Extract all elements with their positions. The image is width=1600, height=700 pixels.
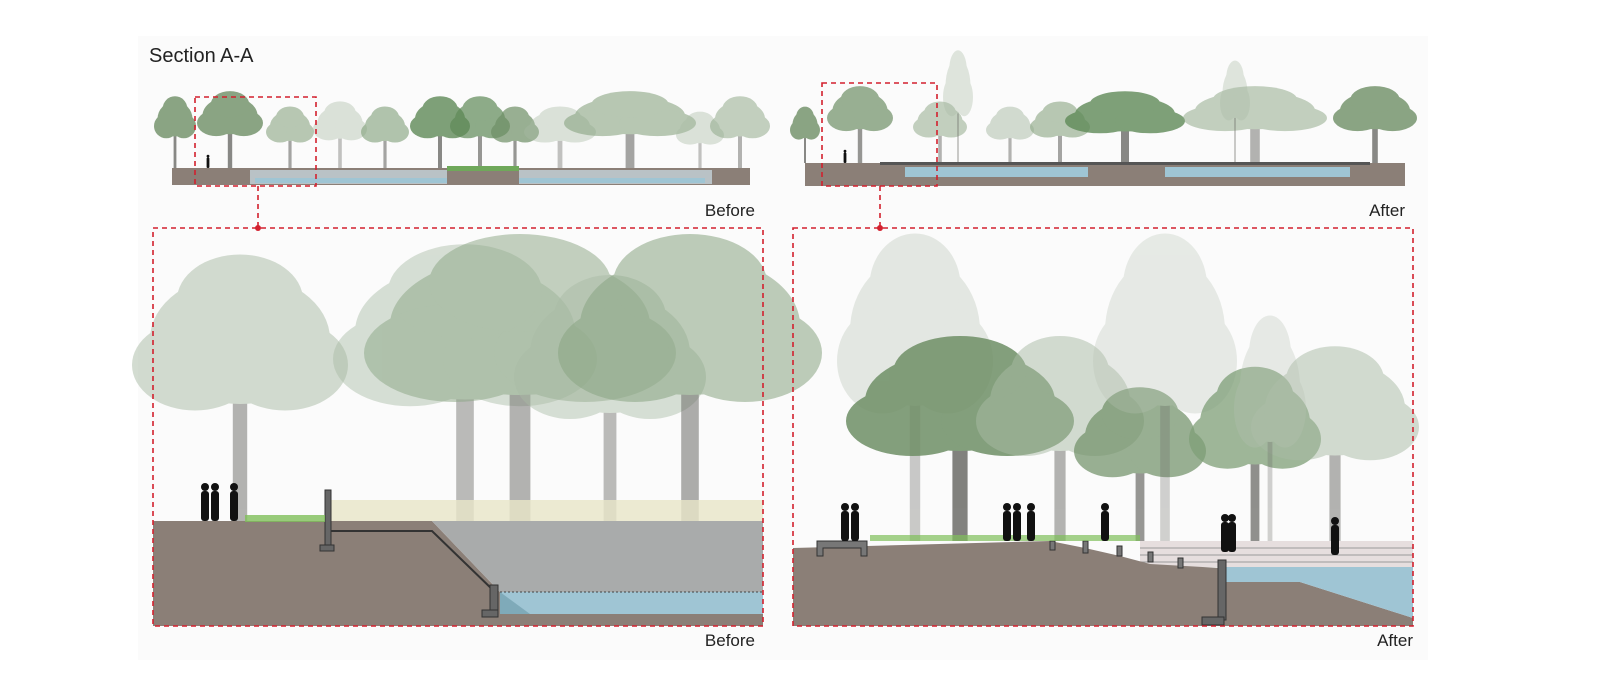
water-before-detail	[500, 592, 763, 614]
after-detail-label: After	[1377, 631, 1413, 650]
tree	[710, 96, 770, 168]
tree	[1251, 346, 1419, 541]
tree	[1065, 91, 1185, 163]
person-silhouette	[1101, 503, 1109, 541]
after-detail-section	[793, 535, 1413, 626]
tree	[1234, 315, 1306, 541]
tree	[1183, 86, 1327, 163]
after-detail-frame	[792, 227, 1414, 627]
person-silhouette	[1003, 503, 1011, 541]
tree	[790, 106, 820, 163]
person-silhouette	[211, 483, 219, 521]
tree	[986, 106, 1034, 163]
tree	[1333, 86, 1417, 163]
person-silhouette	[1013, 503, 1021, 541]
tree	[1093, 233, 1237, 541]
before-overview-section	[172, 166, 750, 185]
tree	[197, 91, 263, 168]
ground-before-detail	[153, 521, 763, 626]
tree	[943, 50, 973, 163]
before-callout-box	[194, 96, 317, 187]
tree	[313, 101, 367, 168]
person-silhouette	[1228, 514, 1236, 552]
tree	[558, 234, 822, 521]
water-after-overview-1	[905, 167, 1088, 177]
water-after-overview-2	[1165, 167, 1350, 177]
person-silhouette	[841, 503, 849, 541]
tree	[1074, 387, 1206, 541]
person-silhouette	[1221, 514, 1229, 552]
people-silhouettes	[201, 149, 1339, 555]
tree	[132, 254, 348, 521]
after-callout-box	[821, 82, 938, 187]
ground-after-detail	[793, 541, 1225, 626]
before-detail-label: Before	[704, 631, 755, 650]
before-detail-section	[153, 489, 763, 626]
paving-after	[1140, 541, 1413, 567]
person-silhouette	[201, 483, 209, 521]
tree-layer	[132, 50, 1419, 541]
person-silhouette	[1027, 503, 1035, 541]
promenade-band	[330, 500, 763, 521]
after-overview-section	[805, 162, 1405, 186]
before-overview-label: Before	[704, 201, 755, 220]
person-silhouette	[851, 503, 859, 541]
embankment-before	[432, 521, 763, 592]
water-after-detail	[1225, 567, 1413, 582]
tree	[361, 106, 409, 168]
tree	[364, 234, 676, 521]
after-overview-label: After	[1369, 201, 1405, 220]
tree	[676, 111, 724, 168]
person-silhouette	[230, 483, 238, 521]
tree	[827, 86, 893, 163]
section-title: Section A-A	[149, 45, 254, 67]
person-silhouette	[206, 154, 210, 168]
tree	[1220, 60, 1250, 163]
tree	[266, 106, 314, 168]
tree	[491, 106, 539, 168]
person-silhouette	[1331, 517, 1339, 555]
person-silhouette	[843, 149, 847, 163]
island-before-overview	[447, 170, 519, 185]
callout-frames	[152, 82, 1414, 627]
tree	[154, 96, 196, 168]
tree	[564, 91, 696, 168]
